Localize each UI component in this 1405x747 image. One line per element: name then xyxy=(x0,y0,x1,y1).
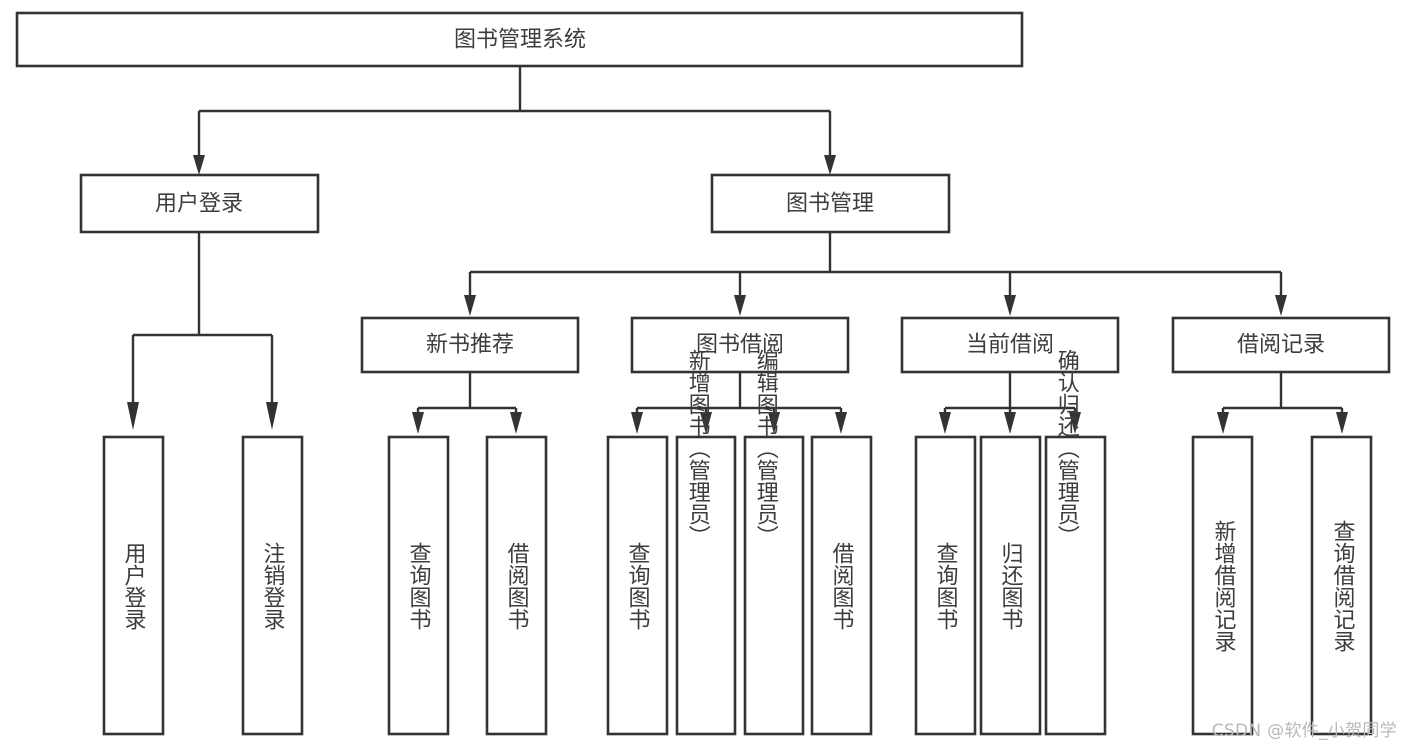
node-user-login-box xyxy=(79,173,320,234)
node-borrow-record[interactable]: 借阅记录 xyxy=(1171,316,1391,374)
leaf-current-borrow-1-box xyxy=(914,435,977,736)
arrow-current-leaf-2 xyxy=(1004,412,1016,434)
arrow-record-leaf-2 xyxy=(1336,412,1348,434)
arrow-to-book-borrow xyxy=(734,295,746,316)
leaf-book-borrow-4[interactable]: 借阅图书 xyxy=(810,435,873,736)
leaf-book-borrow-4-label: 借阅图书 xyxy=(829,542,855,630)
leaf-book-borrow-4-box xyxy=(810,435,873,736)
leaf-user-login-2[interactable]: 注销登录 xyxy=(241,435,304,736)
leaf-user-login-2-box xyxy=(241,435,304,736)
node-root-box xyxy=(15,11,1024,68)
arrow-borrow-leaf-4 xyxy=(835,412,847,434)
node-borrow-record-box xyxy=(1171,316,1391,374)
leaf-current-borrow-1[interactable]: 查询图书 xyxy=(914,435,977,736)
leaf-recommend-2-label: 借阅图书 xyxy=(504,542,530,630)
leaf-borrow-record-1-box xyxy=(1191,435,1254,736)
arrow-current-leaf-3 xyxy=(1069,412,1081,434)
connector-layer xyxy=(127,66,1348,434)
node-root-book-management-system[interactable]: 图书管理系统 xyxy=(15,11,1024,68)
arrow-user-login-leaf-1 xyxy=(127,402,139,430)
node-current-borrow-label: 当前借阅 xyxy=(966,333,1054,358)
arrow-borrow-leaf-1 xyxy=(631,412,643,434)
node-user-login-label: 用户登录 xyxy=(155,192,243,217)
arrow-record-leaf-1 xyxy=(1217,412,1229,434)
arrow-to-new-book-recommend xyxy=(464,295,476,316)
node-new-book-recommend-label: 新书推荐 xyxy=(426,333,514,358)
leaf-current-borrow-2[interactable]: 归还图书 xyxy=(979,435,1042,736)
leaf-book-borrow-3-label: 编辑图书（管理员） xyxy=(753,349,779,547)
arrow-user-login-leaf-2 xyxy=(266,402,278,430)
node-book-borrow-label: 图书借阅 xyxy=(696,333,784,358)
node-current-borrow-box xyxy=(900,316,1120,374)
leaf-book-borrow-2-label: 新增图书（管理员） xyxy=(685,349,711,547)
leaf-recommend-2[interactable]: 借阅图书 xyxy=(485,435,548,736)
leaf-book-borrow-1-box xyxy=(606,435,669,736)
leaf-user-login-2-label: 注销登录 xyxy=(260,542,286,630)
node-new-book-recommend[interactable]: 新书推荐 xyxy=(360,316,580,374)
leaf-user-login-1[interactable]: 用户登录 xyxy=(102,435,165,736)
leaf-current-borrow-3-box xyxy=(1044,435,1107,736)
arrow-recommend-leaf-1 xyxy=(412,412,424,434)
leaf-recommend-1-box xyxy=(387,435,450,736)
leaf-borrow-record-2[interactable]: 查询借阅记录 xyxy=(1310,435,1373,736)
arrow-to-borrow-record xyxy=(1275,295,1287,316)
leaf-user-login-1-box xyxy=(102,435,165,736)
leaf-current-borrow-3[interactable]: 确认归还（管理员） xyxy=(1044,349,1107,736)
node-root-label: 图书管理系统 xyxy=(454,28,586,53)
node-book-borrow[interactable]: 图书借阅 xyxy=(630,316,850,374)
leaf-borrow-record-1[interactable]: 新增借阅记录 xyxy=(1191,435,1254,736)
arrow-root-to-book-mgmt xyxy=(824,155,836,175)
node-book-management[interactable]: 图书管理 xyxy=(710,173,951,234)
node-book-borrow-box xyxy=(630,316,850,374)
arrow-root-to-user-login xyxy=(193,155,205,175)
leaf-book-borrow-3[interactable]: 编辑图书（管理员） xyxy=(743,349,805,736)
leaf-current-borrow-2-label: 归还图书 xyxy=(998,542,1024,630)
node-new-book-recommend-box xyxy=(360,316,580,374)
leaf-borrow-record-2-box xyxy=(1310,435,1373,736)
leaf-book-borrow-2[interactable]: 新增图书（管理员） xyxy=(675,349,737,736)
leaf-current-borrow-2-box xyxy=(979,435,1042,736)
node-user-login[interactable]: 用户登录 xyxy=(79,173,320,234)
leaf-book-borrow-1-label: 查询图书 xyxy=(625,542,651,630)
leaf-book-borrow-3-box xyxy=(743,435,805,736)
leaf-book-borrow-2-box xyxy=(675,435,737,736)
arrow-recommend-leaf-2 xyxy=(510,412,522,434)
leaf-recommend-2-box xyxy=(485,435,548,736)
node-current-borrow[interactable]: 当前借阅 xyxy=(900,316,1120,374)
leaf-book-borrow-1[interactable]: 查询图书 xyxy=(606,435,669,736)
node-book-management-label: 图书管理 xyxy=(786,192,874,217)
leaf-user-login-1-label: 用户登录 xyxy=(121,542,147,630)
arrow-borrow-leaf-2 xyxy=(700,412,712,434)
arrow-current-leaf-1 xyxy=(939,412,951,434)
leaf-borrow-record-2-label: 查询借阅记录 xyxy=(1330,520,1356,652)
leaf-recommend-1-label: 查询图书 xyxy=(406,542,432,630)
node-book-management-box xyxy=(710,173,951,234)
leaf-recommend-1[interactable]: 查询图书 xyxy=(387,435,450,736)
leaf-borrow-record-1-label: 新增借阅记录 xyxy=(1211,520,1237,652)
arrow-borrow-leaf-3 xyxy=(768,412,780,434)
leaf-current-borrow-1-label: 查询图书 xyxy=(933,542,959,630)
leaf-current-borrow-3-label: 确认归还（管理员） xyxy=(1054,349,1080,547)
arrow-to-current-borrow xyxy=(1004,295,1016,316)
node-borrow-record-label: 借阅记录 xyxy=(1237,333,1325,358)
